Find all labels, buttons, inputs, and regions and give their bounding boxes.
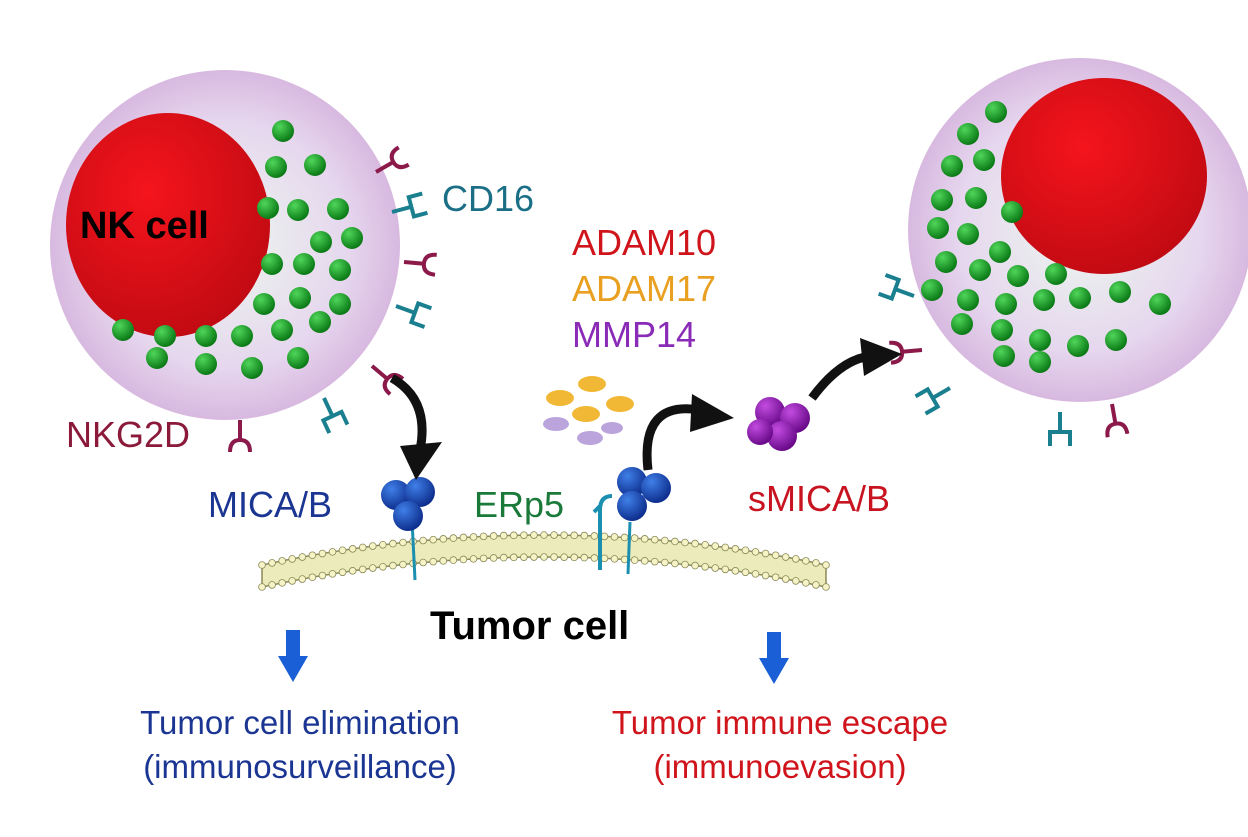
cd16-receptor bbox=[914, 386, 951, 416]
granule bbox=[195, 325, 217, 347]
granule bbox=[989, 241, 1011, 263]
granule bbox=[1033, 289, 1055, 311]
receptors bbox=[228, 145, 1130, 453]
granule bbox=[272, 120, 294, 142]
outcome-left-line2: (immunosurveillance) bbox=[143, 748, 457, 785]
nk-cell-right-granules bbox=[921, 101, 1171, 373]
cd16-label: CD16 bbox=[442, 178, 535, 219]
mmp14-label: MMP14 bbox=[572, 314, 697, 355]
protease-cluster bbox=[543, 376, 634, 445]
nkg2d-receptor bbox=[375, 145, 410, 174]
granule bbox=[993, 345, 1015, 367]
granule bbox=[941, 155, 963, 177]
granule bbox=[289, 287, 311, 309]
granule bbox=[195, 353, 217, 375]
granule bbox=[327, 198, 349, 220]
granule bbox=[969, 259, 991, 281]
nkg2d-label: NKG2D bbox=[66, 414, 191, 455]
cd16-receptor bbox=[320, 397, 350, 434]
tumor-cell-label: Tumor cell bbox=[430, 604, 630, 648]
granule bbox=[329, 293, 351, 315]
nk-cell-right-nucleus bbox=[1001, 78, 1207, 274]
granule bbox=[1045, 263, 1067, 285]
granule bbox=[957, 289, 979, 311]
nkg2d-receptor bbox=[1105, 403, 1130, 438]
granule bbox=[957, 123, 979, 145]
granule bbox=[1029, 351, 1051, 373]
down-arrow-right bbox=[759, 632, 789, 684]
granule bbox=[927, 217, 949, 239]
granule bbox=[231, 325, 253, 347]
granule bbox=[329, 259, 351, 281]
cd16-receptor bbox=[877, 273, 915, 302]
granule bbox=[1069, 287, 1091, 309]
arrow-mica-to-smica bbox=[642, 394, 734, 471]
granule bbox=[287, 199, 309, 221]
granule bbox=[1029, 329, 1051, 351]
granule bbox=[287, 347, 309, 369]
erp5-label: ERp5 bbox=[474, 484, 565, 525]
nk-cell-label: NK cell bbox=[80, 205, 209, 247]
nk-cell-left-granules bbox=[112, 120, 363, 379]
granule bbox=[293, 253, 315, 275]
mica-b-membrane-right bbox=[617, 467, 671, 575]
arrow-smica-to-nk bbox=[808, 338, 902, 401]
arrow-nk-to-mica bbox=[389, 374, 442, 480]
granule bbox=[985, 101, 1007, 123]
smica-b-soluble bbox=[747, 397, 810, 451]
nkg2d-receptor bbox=[370, 364, 405, 396]
mica-b-membrane-left bbox=[381, 477, 435, 581]
tumor-cell-membrane bbox=[258, 531, 830, 591]
outcome-left-line1: Tumor cell elimination bbox=[140, 704, 460, 741]
adam17-label: ADAM17 bbox=[572, 268, 717, 309]
nk-cell-right bbox=[908, 58, 1248, 402]
granule bbox=[995, 293, 1017, 315]
granule bbox=[265, 156, 287, 178]
granule bbox=[112, 319, 134, 341]
outcome-right-line2: (immunoevasion) bbox=[653, 748, 907, 785]
granule bbox=[931, 189, 953, 211]
granule bbox=[973, 149, 995, 171]
down-arrow-left bbox=[278, 630, 308, 682]
granule bbox=[1109, 281, 1131, 303]
granule bbox=[253, 293, 275, 315]
granule bbox=[257, 197, 279, 219]
granule bbox=[309, 311, 331, 333]
nkg2d-receptor bbox=[228, 420, 252, 453]
cd16-receptor bbox=[1048, 412, 1072, 446]
granule bbox=[1001, 201, 1023, 223]
mica-b-label: MICA/B bbox=[208, 484, 333, 525]
granule bbox=[991, 319, 1013, 341]
granule bbox=[271, 319, 293, 341]
granule bbox=[304, 154, 326, 176]
granule bbox=[310, 231, 332, 253]
cd16-receptor bbox=[395, 300, 433, 329]
granule bbox=[935, 251, 957, 273]
granule bbox=[146, 347, 168, 369]
granule bbox=[341, 227, 363, 249]
erp5-protein bbox=[592, 494, 613, 570]
smica-b-label: sMICA/B bbox=[748, 478, 891, 519]
granule bbox=[1067, 335, 1089, 357]
granule bbox=[921, 279, 943, 301]
granule bbox=[957, 223, 979, 245]
adam10-label: ADAM10 bbox=[572, 222, 717, 263]
granule bbox=[1105, 329, 1127, 351]
granule bbox=[1007, 265, 1029, 287]
nk-cell-left bbox=[50, 70, 400, 420]
nkg2d-receptor bbox=[403, 252, 437, 277]
granule bbox=[1149, 293, 1171, 315]
nk-cell-left-nucleus bbox=[66, 113, 270, 337]
granule bbox=[951, 313, 973, 335]
nkg2d-receptor bbox=[889, 340, 923, 365]
granule bbox=[154, 325, 176, 347]
granule bbox=[965, 187, 987, 209]
outcome-right-line1: Tumor immune escape bbox=[611, 704, 949, 741]
granule bbox=[241, 357, 263, 379]
cd16-receptor bbox=[391, 191, 428, 219]
granule bbox=[261, 253, 283, 275]
